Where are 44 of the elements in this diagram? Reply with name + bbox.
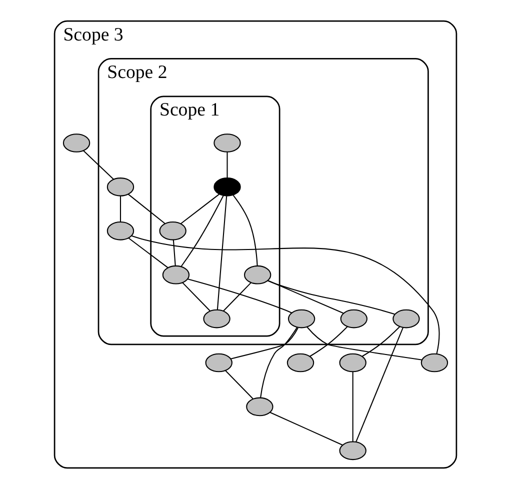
connector bbox=[182, 282, 210, 312]
connector bbox=[232, 195, 258, 266]
node-circle bbox=[392, 309, 420, 328]
connector bbox=[131, 235, 440, 354]
node-circle bbox=[338, 353, 366, 372]
node-circle bbox=[106, 221, 134, 240]
connector bbox=[230, 328, 298, 360]
connector bbox=[127, 194, 165, 224]
connector bbox=[180, 194, 220, 224]
node-circle bbox=[213, 178, 240, 196]
connector bbox=[361, 326, 400, 357]
connector bbox=[216, 196, 227, 310]
node-circle bbox=[338, 441, 366, 460]
connector bbox=[172, 240, 176, 266]
connector bbox=[260, 327, 297, 398]
connector bbox=[269, 412, 342, 446]
connector bbox=[186, 278, 292, 314]
connector bbox=[222, 282, 251, 312]
connector bbox=[224, 370, 253, 400]
node-circle bbox=[204, 353, 232, 372]
node-circle bbox=[202, 309, 230, 328]
node-circle bbox=[158, 221, 186, 240]
connector bbox=[128, 238, 168, 268]
node-circle bbox=[340, 309, 367, 328]
connector bbox=[306, 326, 422, 360]
node-circle bbox=[287, 309, 315, 328]
node-circle bbox=[420, 353, 448, 372]
connector bbox=[226, 152, 228, 178]
node-circle bbox=[213, 134, 240, 152]
connector bbox=[309, 326, 348, 357]
node-circle bbox=[286, 353, 314, 372]
connector bbox=[352, 372, 353, 442]
connector bbox=[180, 195, 224, 267]
cluster: Scope 1 bbox=[150, 96, 280, 337]
node-circle bbox=[246, 397, 273, 416]
node-circle bbox=[162, 265, 190, 284]
connector bbox=[119, 196, 121, 222]
connector bbox=[82, 150, 114, 180]
connector bbox=[267, 280, 343, 314]
node-circle bbox=[243, 265, 271, 284]
connector bbox=[355, 327, 403, 442]
connector bbox=[266, 280, 394, 315]
node-circle bbox=[106, 178, 134, 196]
node-circle bbox=[62, 134, 90, 152]
